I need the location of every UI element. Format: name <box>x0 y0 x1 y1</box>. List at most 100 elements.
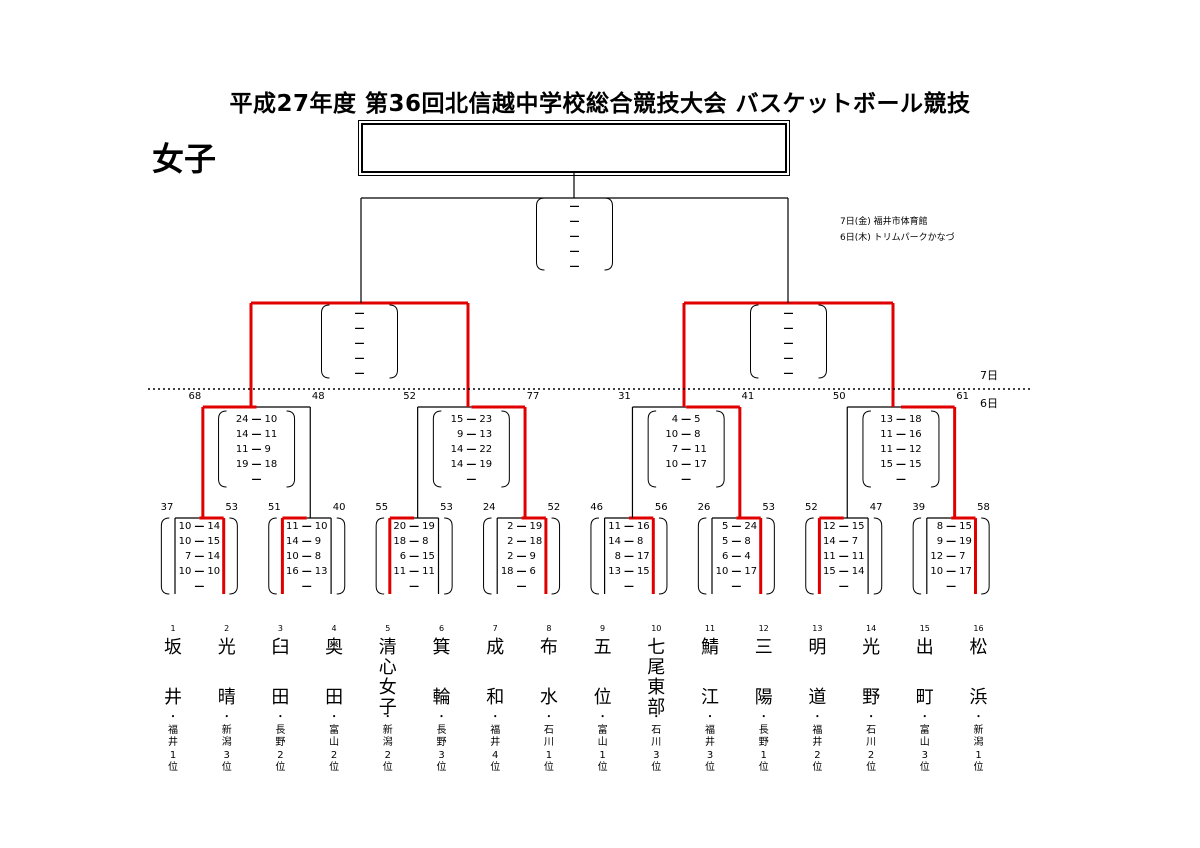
final-ot-dash: — <box>569 261 580 272</box>
round2-3-q2-dash: — <box>895 429 906 440</box>
round1-5-left-total: 26 <box>697 502 711 513</box>
team-pref-char: 石 <box>866 724 877 736</box>
semis-0-q1-dash: — <box>354 308 365 319</box>
team-name-char: 井 <box>164 687 182 708</box>
round1-4-q4-dash: — <box>623 566 634 577</box>
round1-6-score-box-bracket-right <box>873 517 883 595</box>
team-name-char: 鯖 <box>701 637 719 658</box>
final-score-box-bracket-right <box>604 197 613 271</box>
round2-2-q2-dash: — <box>681 429 692 440</box>
team-pref-char: 野 <box>436 737 447 748</box>
round2-2-q4-right: 17 <box>694 459 707 470</box>
team-name-char: 布 <box>539 637 558 658</box>
round2-1-q3-dash: — <box>466 444 477 455</box>
round1-0-q3-right: 14 <box>207 551 221 562</box>
round1-4-ot-dash: — <box>623 581 634 592</box>
team-pref-char: 位 <box>812 762 823 773</box>
team-pref-char: 川 <box>866 737 877 748</box>
round1-3-right-total: 52 <box>547 502 561 513</box>
round1-7-left-total: 39 <box>912 502 926 513</box>
round1-7-q2-left: 9 <box>936 536 944 547</box>
team-name-char: 七 <box>647 637 666 658</box>
round2-3-q4-left: 15 <box>880 459 893 470</box>
round1-1-left-total: 51 <box>268 502 281 513</box>
team-pref-char: ・ <box>168 712 178 723</box>
team-pref-char: ・ <box>758 712 769 723</box>
round1-7-q3-right: 7 <box>959 551 966 562</box>
team-name-char: 心 <box>378 657 397 678</box>
team-name-char: 坂 <box>164 637 182 658</box>
round1-3-q4-dash: — <box>516 566 527 577</box>
round1-2-q4-right: 11 <box>422 566 435 577</box>
semis-1-q1-dash: — <box>783 308 794 319</box>
team-pref-char: 位 <box>221 762 232 773</box>
team-pref-char: 位 <box>436 762 447 773</box>
team-seed-10: 10 <box>651 624 662 633</box>
round2-0-q2-left: 14 <box>235 429 249 440</box>
venue-day7: 7日(金) 福井市体育館 <box>840 217 928 227</box>
team-pref-char: 位 <box>168 762 178 773</box>
team-seed-11: 11 <box>704 624 716 633</box>
round1-1-q4-left: 16 <box>286 566 299 577</box>
round2-1-q4-right: 19 <box>479 459 493 470</box>
team-pref-char: ・ <box>597 712 608 723</box>
round1-1-q3-dash: — <box>301 551 312 562</box>
round2-3-q3-right: 12 <box>908 444 922 455</box>
round1-2-q3-left: 6 <box>399 551 407 562</box>
round2-2-q3-dash: — <box>681 444 692 455</box>
final-q3-dash: — <box>569 231 580 242</box>
round2-1-q3-right: 22 <box>479 444 493 455</box>
team-pref-char: 富 <box>919 724 930 736</box>
round2-3-q1-dash: — <box>895 414 906 425</box>
round2-3-q2-left: 11 <box>880 429 893 440</box>
round1-2-left-total: 55 <box>375 502 389 513</box>
round2-0-right-total: 48 <box>311 391 325 402</box>
team-name-16: 松浜 <box>964 638 994 708</box>
team-pref-char: 野 <box>275 737 286 748</box>
round1-5-ot-dash: — <box>731 581 742 592</box>
round1-4-right-total: 56 <box>654 502 668 513</box>
team-name-char: 位 <box>593 687 612 708</box>
team-name-char: 三 <box>754 637 773 658</box>
round2-1-q1-left: 15 <box>450 414 464 425</box>
round1-4-q4-right: 15 <box>636 566 650 577</box>
round1-0-q1-right: 14 <box>207 521 221 532</box>
round2-3-q4-dash: — <box>895 459 906 470</box>
round1-1-ot-dash: — <box>301 581 312 592</box>
round1-1-q3-right: 8 <box>314 551 322 562</box>
round1-7-score-box-bracket-left <box>912 517 922 595</box>
round1-2-q2-left: 18 <box>393 536 407 547</box>
round2-0-score-box-bracket-left <box>218 410 227 488</box>
round1-0-q4-left: 10 <box>178 566 192 577</box>
team-name-char: 江 <box>701 687 719 708</box>
round2-1-q2-left: 9 <box>456 429 464 440</box>
team-pref-char: ・ <box>705 712 715 723</box>
semis-1-q3-dash: — <box>783 338 794 349</box>
round1-4-score-box-bracket-right <box>658 517 668 595</box>
semis-0-q4-dash: — <box>354 353 365 364</box>
team-pref-char: 新 <box>382 724 393 736</box>
team-pref-char: 山 <box>597 737 608 748</box>
team-seed-12: 12 <box>758 624 769 633</box>
round2-0-q3-left: 11 <box>235 444 249 455</box>
round2-1-left-total: 52 <box>403 391 416 402</box>
team-pref-char: 長 <box>758 724 769 736</box>
round1-1-q1-dash: — <box>301 521 312 532</box>
round1-2-q2-dash: — <box>409 536 420 547</box>
final-q4-dash: — <box>569 246 580 257</box>
round1-5-q3-dash: — <box>731 551 742 562</box>
round1-7-q3-dash: — <box>946 551 957 562</box>
team-seed-3: 3 <box>277 624 283 633</box>
team-name-char: 陽 <box>754 687 773 708</box>
team-name-char: 明 <box>808 637 827 658</box>
team-seed-8: 8 <box>546 624 552 633</box>
team-name-8: 布水 <box>534 638 564 708</box>
team-name-char: 箕 <box>432 637 451 658</box>
team-pref-char: 川 <box>651 737 662 748</box>
